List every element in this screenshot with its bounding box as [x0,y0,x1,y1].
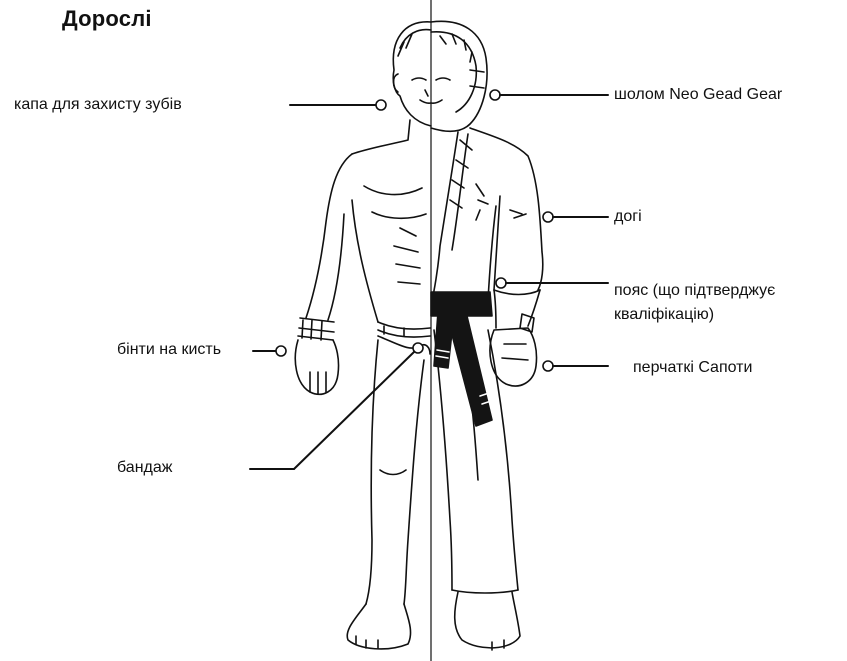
callout-lines [250,90,608,469]
label-groin-guard: бандаж [117,457,172,479]
black-belt [431,292,492,426]
label-gloves: перчаткі Сапоти [633,357,752,379]
label-belt-line1: пояс (що підтверджує [614,280,775,302]
label-mouthguard: капа для захисту зубів [14,94,182,116]
label-dogi: догі [614,206,642,228]
label-belt-line2: кваліфікацію) [614,304,714,326]
label-helmet: шолом Neo Gead Gear [614,84,782,106]
label-hand-wraps: бінти на кисть [117,339,221,361]
bare-body-half [295,22,431,649]
